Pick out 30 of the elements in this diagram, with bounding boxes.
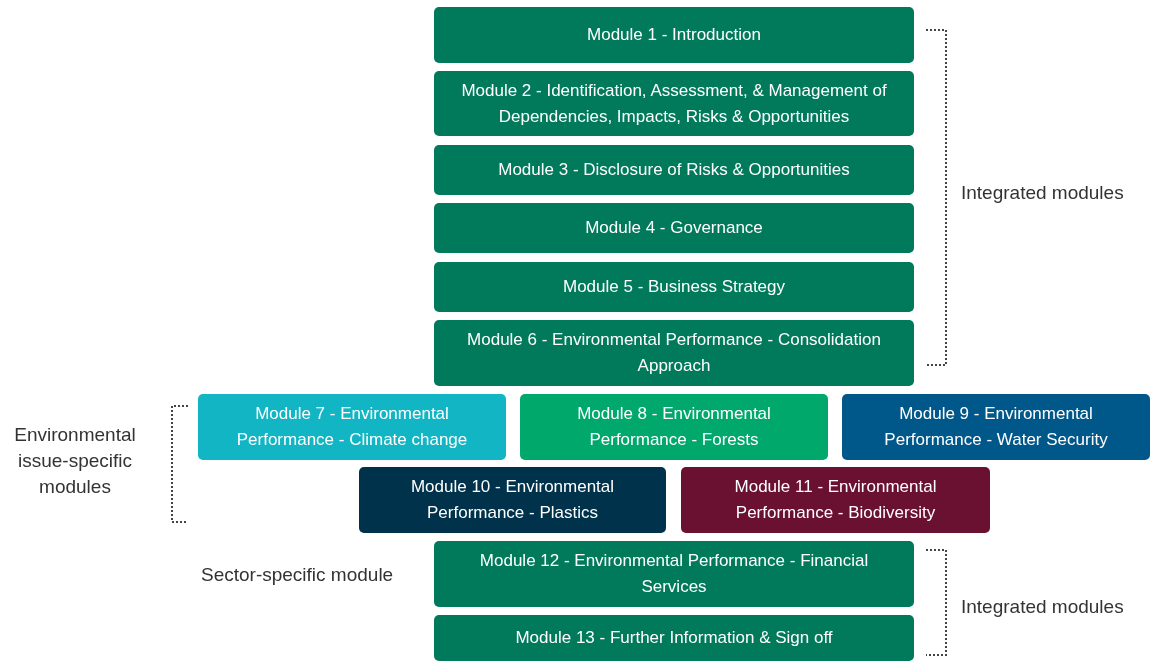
module-box bbox=[681, 467, 990, 533]
module-box bbox=[434, 203, 914, 253]
module-title: Module 12 - Environmental Performance - Financial Services bbox=[478, 550, 870, 598]
module-title: Module 3 - Disclosure of Risks & Opportunities bbox=[498, 159, 850, 181]
module-title: Module 1 - Introduction bbox=[587, 24, 761, 46]
bracket-label: Integrated modules bbox=[961, 595, 1125, 619]
module-box bbox=[842, 394, 1150, 460]
module-title: Module 11 - Environmental Performance - Biodiversity bbox=[733, 476, 938, 524]
module-title: Module 4 - Governance bbox=[585, 217, 763, 239]
module-box bbox=[434, 541, 914, 607]
module-title: Module 13 - Further Information & Sign off bbox=[515, 627, 833, 649]
module-box bbox=[434, 7, 914, 63]
module-title: Module 6 - Environmental Performance - Consolidation Approach bbox=[466, 329, 882, 377]
module-box bbox=[434, 615, 914, 661]
module-title: Module 9 - Environmental Performance - Water Security bbox=[883, 403, 1109, 451]
module-title: Module 7 - Environmental Performance - Climate change bbox=[235, 403, 469, 451]
module-box bbox=[434, 262, 914, 312]
module-box bbox=[434, 71, 914, 136]
module-box bbox=[434, 145, 914, 195]
bracket-label: Sector-specific module bbox=[201, 563, 395, 587]
module-title: Module 10 - Environmental Performance - Plastics bbox=[409, 476, 616, 524]
module-box bbox=[520, 394, 828, 460]
module-box bbox=[359, 467, 666, 533]
module-box bbox=[434, 320, 914, 386]
module-title: Module 2 - Identification, Assessment, & Management of Dependencies, Impacts, Risks & Opportunities bbox=[460, 79, 888, 128]
bracket-label: Environmental issue-specific modules bbox=[13, 423, 137, 499]
module-title: Module 5 - Business Strategy bbox=[562, 276, 786, 298]
bracket-label: Integrated modules bbox=[961, 181, 1125, 205]
module-title: Module 8 - Environmental Performance - Forests bbox=[576, 403, 772, 451]
module-box bbox=[198, 394, 506, 460]
